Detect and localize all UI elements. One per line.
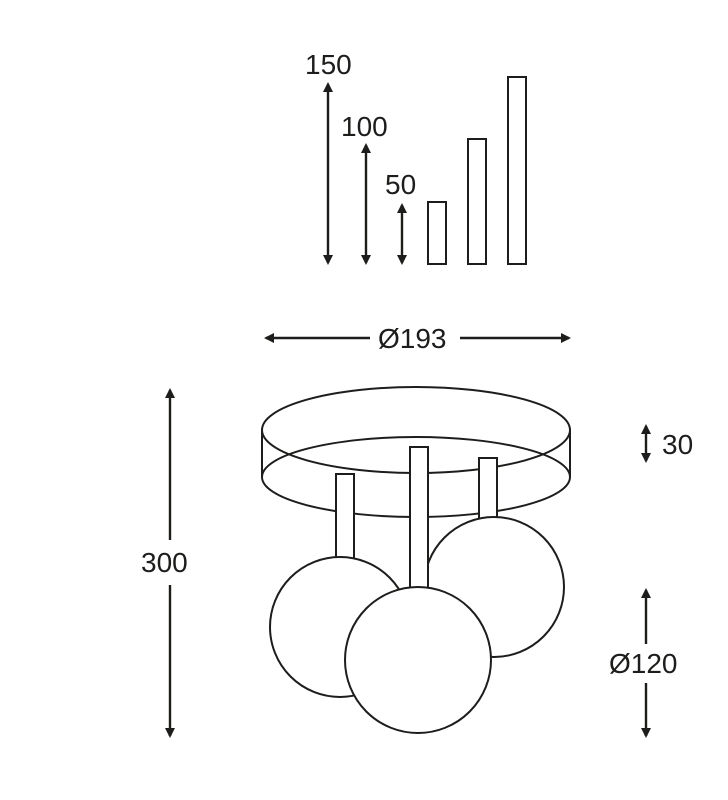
canopy-thickness-dimension: 30 [640, 423, 693, 464]
rod-100-label: 100 [341, 111, 388, 142]
rod-short [427, 201, 447, 265]
globe-front [344, 586, 492, 734]
overall-height-label: 300 [141, 547, 188, 578]
canopy-diameter-dimension: Ø193 [263, 323, 572, 354]
rod-length-options: 150 100 50 [305, 49, 527, 266]
ceiling-lamp [261, 386, 571, 734]
rod-long [507, 76, 527, 265]
rod-back-left [335, 473, 355, 569]
rod-150-label: 150 [305, 49, 352, 80]
rod-back-right [478, 457, 498, 527]
shade-diameter-label: Ø120 [609, 648, 678, 679]
canopy-thickness-label: 30 [662, 429, 693, 460]
overall-height-dimension: 300 [141, 387, 188, 739]
rod-center [409, 446, 429, 590]
canopy-diameter-label: Ø193 [378, 323, 447, 354]
shade-diameter-dimension: Ø120 [609, 587, 678, 739]
rod-50-label: 50 [385, 169, 416, 200]
rod-medium [467, 138, 487, 265]
